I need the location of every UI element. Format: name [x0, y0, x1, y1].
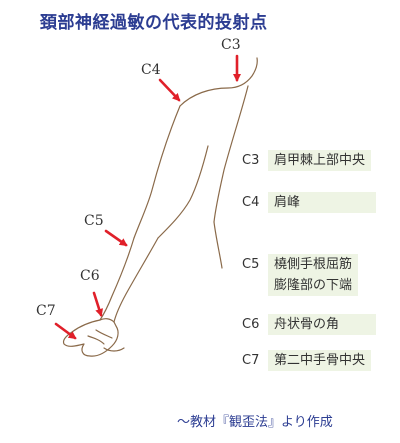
legend-description: 肩峰 — [268, 192, 376, 213]
legend-line: 橈側手根屈筋 — [274, 257, 353, 272]
legend-line: 肩峰 — [274, 195, 301, 210]
legend-line: 第二中手骨中央 — [274, 353, 366, 368]
legend-row-c3: C3 肩甲棘上部中央 — [242, 150, 372, 171]
point-label-c6: C6 — [80, 268, 100, 284]
diagram-title: 頚部神経過敏の代表的投射点 — [40, 13, 268, 33]
point-label-c5: C5 — [84, 213, 104, 229]
legend-description: 舟状骨の角 — [268, 314, 376, 335]
legend-row-c6: C6 舟状骨の角 — [242, 314, 376, 335]
legend-code: C7 — [242, 353, 260, 368]
point-label-c7: C7 — [36, 303, 56, 319]
projection-arrows — [54, 54, 241, 340]
legend-row-c5: C5 橈側手根屈筋 膨隆部の下端 — [242, 254, 359, 296]
arrow-c7 — [54, 322, 77, 340]
legend-description: 第二中手骨中央 — [268, 350, 372, 371]
arrow-c5 — [104, 229, 128, 247]
legend-code: C3 — [242, 153, 260, 168]
legend-description: 橈側手根屈筋 膨隆部の下端 — [268, 254, 359, 296]
arrow-c4 — [158, 78, 181, 102]
legend-line: 膨隆部の下端 — [274, 278, 353, 293]
legend-code: C6 — [242, 317, 260, 332]
legend-row-c7: C7 第二中手骨中央 — [242, 350, 372, 371]
point-label-c4: C4 — [141, 62, 161, 78]
legend-row-c4: C4 肩峰 — [242, 192, 376, 213]
point-label-c3: C3 — [221, 37, 241, 53]
legend-code: C5 — [242, 257, 260, 272]
legend-description: 肩甲棘上部中央 — [268, 150, 372, 171]
source-note: ～教材『観歪法』より作成 — [177, 415, 333, 430]
legend-code: C4 — [242, 195, 260, 210]
legend-line: 舟状骨の角 — [274, 317, 340, 332]
arm-outline — [62, 57, 258, 357]
arrow-c6 — [92, 291, 103, 317]
legend-line: 肩甲棘上部中央 — [274, 153, 366, 168]
